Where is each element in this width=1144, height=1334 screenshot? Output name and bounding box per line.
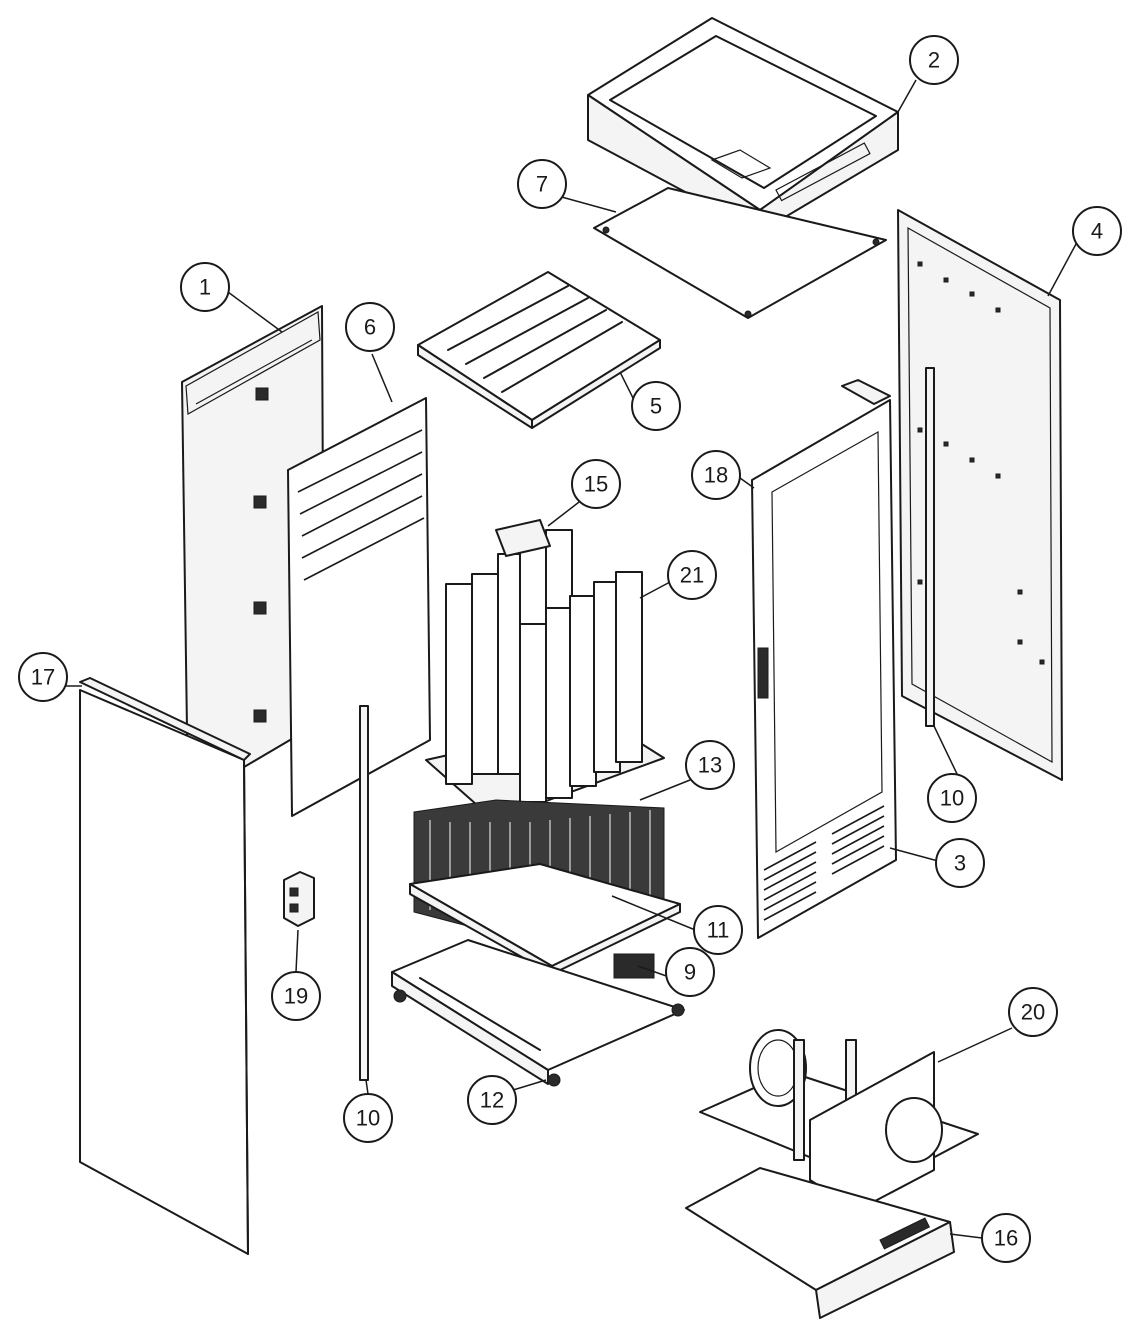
- callout-2-label: 2: [928, 48, 940, 73]
- part-inner-left-panel: [287, 397, 431, 817]
- callout-10-left-label: 10: [356, 1106, 380, 1131]
- callout-4: 4: [1072, 206, 1122, 256]
- callout-4-label: 4: [1091, 219, 1103, 244]
- callout-5: 5: [631, 381, 681, 431]
- part-right-rod: [925, 367, 935, 727]
- callout-18-label: 18: [704, 463, 728, 488]
- callout-1: 1: [180, 262, 230, 312]
- callout-7-label: 7: [536, 172, 548, 197]
- callout-9: 9: [665, 947, 715, 997]
- callout-6: 6: [345, 302, 395, 352]
- callout-7: 7: [517, 159, 567, 209]
- part-control-box: [283, 871, 315, 927]
- callout-13-label: 13: [698, 753, 722, 778]
- callout-21-label: 21: [680, 563, 704, 588]
- callout-6-label: 6: [364, 315, 376, 340]
- callout-10-right: 10: [927, 773, 977, 823]
- callout-11-label: 11: [707, 918, 730, 943]
- callout-1-label: 1: [199, 275, 211, 300]
- callout-16-label: 16: [994, 1226, 1018, 1251]
- part-glass-door: [751, 379, 897, 939]
- callout-18: 18: [691, 450, 741, 500]
- callout-10-right-label: 10: [940, 786, 964, 811]
- part-right-side-panel: [897, 209, 1063, 781]
- part-left-rod: [359, 705, 369, 1081]
- callout-9-label: 9: [684, 960, 696, 985]
- callout-20: 20: [1008, 987, 1058, 1037]
- callout-10-left: 10: [343, 1093, 393, 1143]
- callout-19-label: 19: [284, 984, 308, 1009]
- part-rack-uprights: [425, 519, 665, 821]
- part-top-canopy: [587, 17, 899, 233]
- callout-20-label: 20: [1021, 1000, 1045, 1025]
- callout-17-label: 17: [31, 665, 55, 690]
- callout-2: 2: [909, 35, 959, 85]
- callout-11: 11: [693, 905, 743, 955]
- part-base-frame: [391, 939, 685, 1087]
- callout-3: 3: [935, 838, 985, 888]
- callout-15: 15: [571, 459, 621, 509]
- callout-17: 17: [18, 652, 68, 702]
- callout-13: 13: [685, 740, 735, 790]
- callout-19: 19: [271, 971, 321, 1021]
- callout-21: 21: [667, 550, 717, 600]
- callout-12: 12: [467, 1075, 517, 1125]
- callout-15-label: 15: [584, 472, 608, 497]
- callout-3-label: 3: [954, 851, 966, 876]
- part-top-plate: [593, 187, 887, 319]
- callout-12-label: 12: [480, 1088, 504, 1113]
- callout-16: 16: [981, 1213, 1031, 1263]
- callout-5-label: 5: [650, 394, 662, 419]
- part-left-outer-panel: [79, 677, 251, 1255]
- part-drip-tray: [409, 863, 681, 975]
- part-left-side-panel: [181, 305, 325, 801]
- part-shelf-tray: [417, 271, 661, 429]
- part-refrigeration-unit: [685, 1029, 979, 1319]
